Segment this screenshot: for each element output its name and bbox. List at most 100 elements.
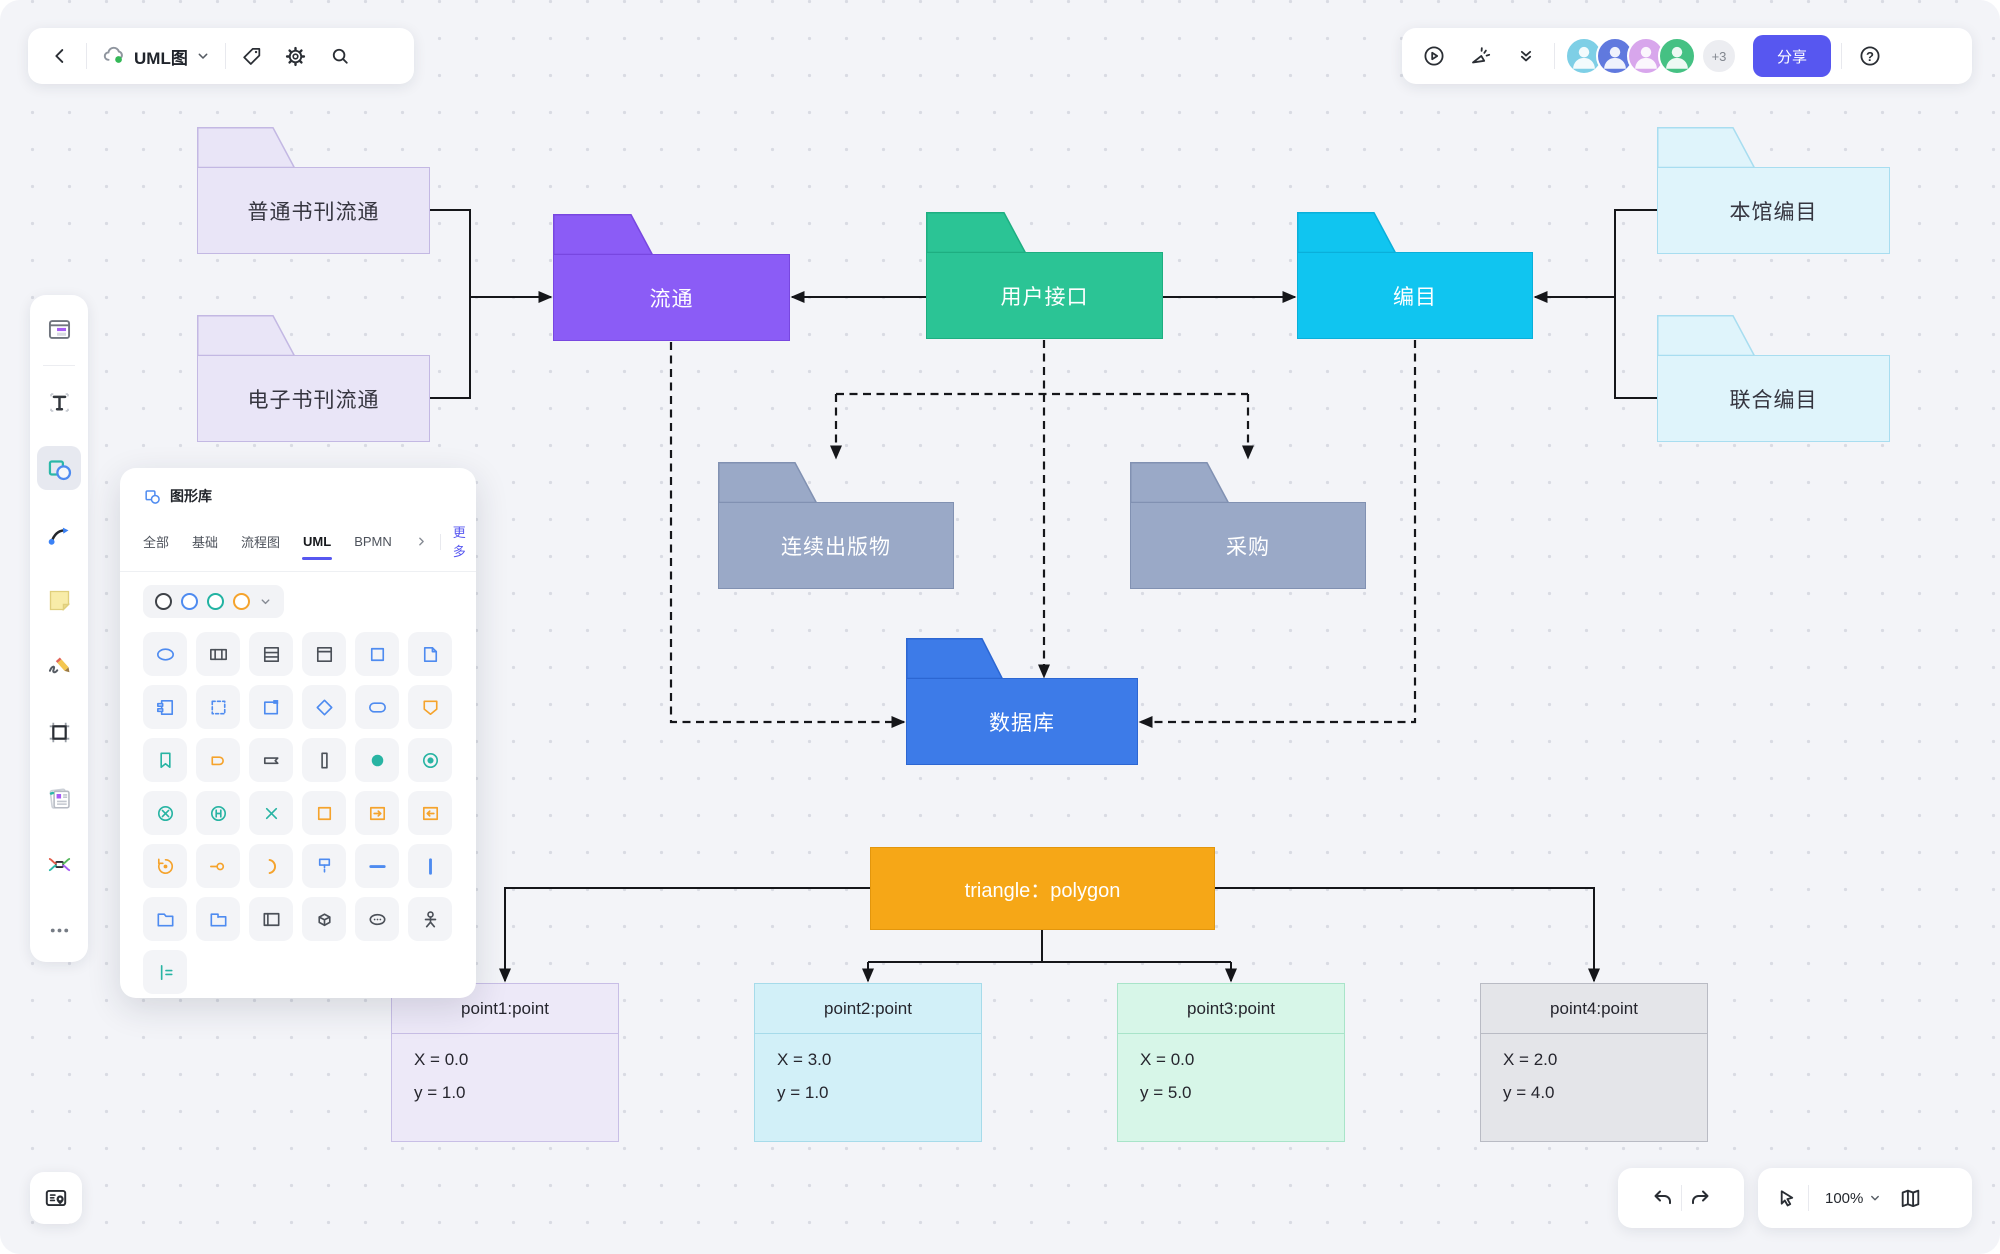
select-tool-button[interactable] (1768, 1180, 1804, 1216)
uml-package[interactable]: 数据库 (906, 638, 1138, 765)
uml-package[interactable]: 编目 (1297, 212, 1533, 339)
shape-color-palette[interactable] (143, 585, 284, 618)
shape-document[interactable] (408, 632, 452, 676)
shape-component[interactable] (143, 685, 187, 729)
collapse-toolbar-button[interactable] (1508, 38, 1544, 74)
uml-package[interactable]: 流通 (553, 214, 790, 341)
uml-object-triangle[interactable]: triangle：polygon (870, 847, 1215, 930)
class-attribute: X = 3.0 (777, 1050, 832, 1069)
sidebar-tool-mindmap[interactable] (37, 842, 81, 886)
minimap-button[interactable] (30, 1172, 82, 1224)
shape-history-circle[interactable] (143, 844, 187, 888)
help-button[interactable]: ? (1852, 38, 1888, 74)
shape-diamond[interactable] (302, 685, 346, 729)
tabs-overflow-button[interactable] (415, 535, 428, 558)
redo-button[interactable] (1682, 1180, 1718, 1216)
color-swatch[interactable] (181, 593, 198, 610)
search-button[interactable] (322, 38, 358, 74)
shape-tab-BPMN[interactable]: BPMN (354, 533, 392, 549)
undo-button[interactable] (1645, 1180, 1681, 1216)
color-swatch[interactable] (207, 593, 224, 610)
share-button[interactable]: 分享 (1753, 35, 1832, 77)
tag-button[interactable] (234, 38, 270, 74)
shape-cross[interactable] (249, 791, 293, 835)
uml-package[interactable]: 联合编目 (1657, 315, 1890, 442)
shape-folder-open[interactable] (196, 897, 240, 941)
sidebar-tool-shapes[interactable] (37, 446, 81, 490)
more-collaborators-badge[interactable]: +3 (1701, 38, 1737, 74)
shape-circle-cross[interactable] (143, 791, 187, 835)
sidebar-tool-notes[interactable] (37, 776, 81, 820)
shape-tab-基础[interactable]: 基础 (192, 534, 219, 550)
shape-rows-rect[interactable] (249, 632, 293, 676)
laser-pointer-button[interactable] (1462, 38, 1498, 74)
shape-crescent[interactable] (249, 844, 293, 888)
shape-cube[interactable] (302, 897, 346, 941)
settings-button[interactable] (278, 38, 314, 74)
uml-package[interactable]: 普通书刊流通 (197, 127, 430, 254)
shape-vertical-rect[interactable] (302, 738, 346, 782)
more-icon (50, 928, 68, 932)
shape-shield[interactable] (408, 685, 452, 729)
shape-rounded-rect[interactable] (355, 685, 399, 729)
sidebar-tool-frame[interactable] (37, 710, 81, 754)
document-title-dropdown[interactable]: UML图 (95, 39, 217, 73)
sidebar-tool-pen[interactable] (37, 644, 81, 688)
class-title: point4:point (1481, 984, 1707, 1034)
uml-package[interactable]: 电子书刊流通 (197, 315, 430, 442)
shape-dashed-rect[interactable] (196, 685, 240, 729)
uml-package[interactable]: 采购 (1130, 462, 1366, 589)
package-body: 采购 (1130, 502, 1366, 589)
shape-ellipse[interactable] (143, 632, 187, 676)
shape-label-pin[interactable] (302, 844, 346, 888)
port-rect-icon (263, 699, 278, 715)
color-swatch[interactable] (155, 593, 172, 610)
avatar[interactable] (1658, 37, 1696, 75)
shape-window-rect[interactable] (302, 632, 346, 676)
shape-circle-h[interactable] (196, 791, 240, 835)
shape-tab-全部[interactable]: 全部 (143, 534, 170, 550)
shape-bookmark[interactable] (143, 738, 187, 782)
shape-target-circle[interactable] (408, 738, 452, 782)
sidebar-tool-templates[interactable] (37, 307, 81, 351)
shape-tab-流程图[interactable]: 流程图 (241, 534, 281, 550)
sidebar-tool-text[interactable] (37, 380, 81, 424)
present-button[interactable] (1416, 38, 1452, 74)
back-button[interactable] (42, 38, 78, 74)
shape-oval-ellipsis[interactable] (355, 897, 399, 941)
shape-square[interactable] (355, 632, 399, 676)
sidebar-tool-sticky-note[interactable] (37, 578, 81, 622)
sidebar-tool-connector[interactable] (37, 512, 81, 556)
zoom-level-dropdown[interactable]: 100% (1813, 1184, 1888, 1213)
shape-tab-UML[interactable]: UML (303, 534, 331, 560)
color-swatch[interactable] (233, 593, 250, 610)
shape-square-alt[interactable] (302, 791, 346, 835)
shape-vertical-line[interactable] (408, 844, 452, 888)
shape-horizontal-line[interactable] (355, 844, 399, 888)
shape-partition-rect[interactable] (196, 632, 240, 676)
shape-square-arrow-right[interactable] (355, 791, 399, 835)
shape-square-arrow-left[interactable] (408, 791, 452, 835)
shape-assignment[interactable] (143, 950, 187, 994)
uml-package[interactable]: 连续出版物 (718, 462, 954, 589)
package-label: 本馆编目 (1729, 200, 1818, 224)
sidebar-tool-more[interactable] (37, 908, 81, 952)
uml-package[interactable]: 用户接口 (926, 212, 1163, 339)
shape-capsule[interactable] (196, 738, 240, 782)
shape-filled-circle[interactable] (355, 738, 399, 782)
overview-map-button[interactable] (1892, 1180, 1928, 1216)
more-shapes-link[interactable]: 更多 (452, 525, 466, 559)
shape-actor[interactable] (408, 897, 452, 941)
uml-package[interactable]: 本馆编目 (1657, 127, 1890, 254)
shape-folder[interactable] (143, 897, 187, 941)
shape-port-rect[interactable] (249, 685, 293, 729)
shape-node-link[interactable] (196, 844, 240, 888)
shape-container[interactable] (249, 897, 293, 941)
shape-banner[interactable] (249, 738, 293, 782)
